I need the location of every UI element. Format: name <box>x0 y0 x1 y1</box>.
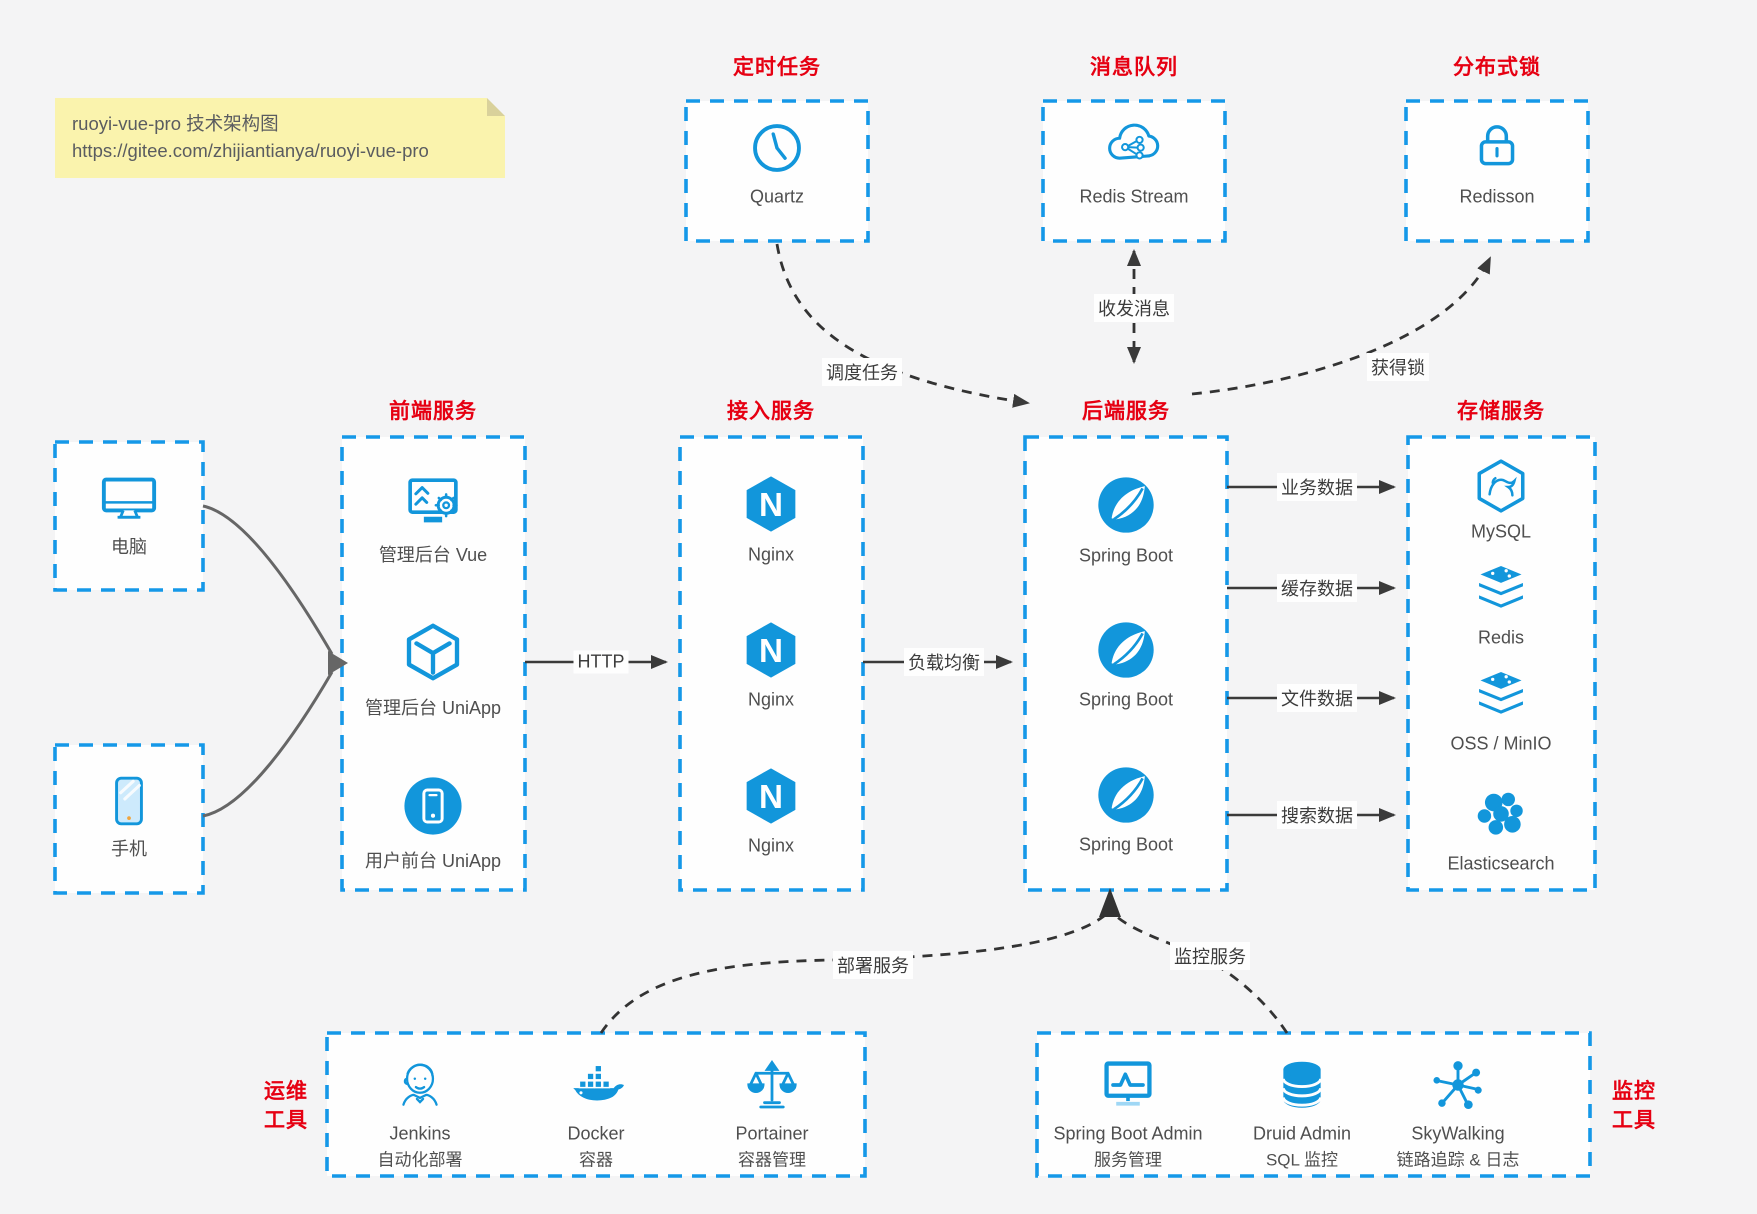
skywalking-icon <box>1429 1056 1487 1114</box>
node-label-jenkins: Jenkins <box>389 1123 451 1144</box>
user-app-icon <box>401 774 465 838</box>
edge-label-send-receive: 收发消息 <box>1094 294 1174 322</box>
edge-label-business-data: 业务数据 <box>1277 473 1357 501</box>
nginx-icon: N <box>740 473 802 535</box>
edge-label-acquire-lock: 获得锁 <box>1367 353 1429 381</box>
title-lock: 分布式锁 <box>1453 56 1541 79</box>
jenkins-icon <box>391 1056 449 1114</box>
node-label-docker: Docker <box>567 1123 625 1144</box>
nginx-icon: N <box>740 619 802 681</box>
edge-pc-to-frontend <box>202 504 334 655</box>
node-sublabel-skywalking: 链路追踪 & 日志 <box>1396 1150 1520 1170</box>
node-label-nginx: Nginx <box>747 835 795 856</box>
node-sublabel-jenkins: 自动化部署 <box>377 1150 463 1170</box>
group-box-ops <box>325 1031 867 1178</box>
note-url[interactable]: https://gitee.com/zhijiantianya/ruoyi-vu… <box>72 140 429 161</box>
node-sublabel-spring-boot-admin: 服务管理 <box>1094 1150 1162 1170</box>
node-sublabel-docker: 容器 <box>579 1150 613 1170</box>
node-label-spring-boot: Spring Boot <box>1078 545 1174 566</box>
svg-text:N: N <box>759 633 783 670</box>
node-label-admin-uniapp: 管理后台 UniApp <box>364 698 502 718</box>
node-label-oss-minio: OSS / MinIO <box>1450 733 1552 754</box>
cloud-stream-icon <box>1103 115 1165 177</box>
edge-label-load-balance: 负载均衡 <box>904 648 984 676</box>
edge-monitor-service <box>1115 914 1289 1034</box>
node-label-nginx: Nginx <box>747 544 795 565</box>
spring-boot-icon <box>1095 764 1157 826</box>
edge-label-search-data: 搜索数据 <box>1277 801 1357 829</box>
title-queue: 消息队列 <box>1090 56 1178 79</box>
nginx-icon: N <box>740 765 802 827</box>
edge-label-file-data: 文件数据 <box>1277 684 1357 712</box>
edge-label-monitor-service: 监控服务 <box>1170 942 1250 970</box>
edge-acquire-lock <box>1191 256 1492 396</box>
node-label-admin-vue: 管理后台 Vue <box>378 545 488 565</box>
node-label-user-uniapp: 用户前台 UniApp <box>364 851 502 871</box>
node-label-quartz: Quartz <box>749 186 805 207</box>
oss-minio-icon <box>1472 668 1530 726</box>
title-storage: 存储服务 <box>1457 400 1545 423</box>
redis-icon <box>1472 562 1530 620</box>
node-label-pc: 电脑 <box>111 537 147 557</box>
node-label-redis-stream: Redis Stream <box>1079 186 1189 207</box>
node-label-redis: Redis <box>1477 627 1525 648</box>
portainer-scales-icon <box>742 1055 802 1115</box>
phone-icon <box>100 772 158 830</box>
edge-mobile-to-frontend <box>202 671 334 818</box>
node-sublabel-portainer: 容器管理 <box>738 1150 806 1170</box>
node-label-mobile: 手机 <box>111 839 147 859</box>
sticky-note: ruoyi-vue-pro 技术架构图 https://gitee.com/zh… <box>55 98 505 178</box>
edge-label-cache-data: 缓存数据 <box>1277 574 1357 602</box>
svg-text:N: N <box>759 779 783 816</box>
uniapp-cube-icon <box>401 620 465 684</box>
title-monitor-tools: 监控 工具 <box>1612 1080 1656 1132</box>
title-backend: 后端服务 <box>1082 400 1170 423</box>
node-label-portainer: Portainer <box>735 1123 809 1144</box>
spring-boot-icon <box>1095 474 1157 536</box>
edge-schedule-task <box>775 243 1030 408</box>
deploy-monitor-arrowhead <box>1099 888 1121 917</box>
node-label-spring-boot-admin: Spring Boot Admin <box>1053 1123 1203 1144</box>
client-arrowhead <box>328 651 348 675</box>
node-label-nginx: Nginx <box>747 689 795 710</box>
node-label-skywalking: SkyWalking <box>1411 1123 1505 1144</box>
docker-icon <box>567 1056 625 1114</box>
druid-database-icon <box>1273 1056 1331 1114</box>
node-label-druid-admin: Druid Admin <box>1252 1123 1352 1144</box>
title-gateway: 接入服务 <box>727 400 815 423</box>
admin-vue-icon <box>401 471 465 535</box>
node-label-mysql: MySQL <box>1470 521 1532 542</box>
title-frontend: 前端服务 <box>389 400 477 423</box>
desktop-icon <box>97 467 161 531</box>
spring-boot-admin-icon <box>1098 1055 1158 1115</box>
edge-label-schedule-task: 调度任务 <box>822 358 902 386</box>
node-label-spring-boot: Spring Boot <box>1078 689 1174 710</box>
title-ops-tools: 运维 工具 <box>264 1080 308 1132</box>
group-box-lock <box>1404 99 1590 243</box>
lock-icon <box>1468 117 1526 175</box>
elasticsearch-icon <box>1472 787 1530 845</box>
edge-label-deploy-service: 部署服务 <box>833 951 913 979</box>
node-label-spring-boot: Spring Boot <box>1078 834 1174 855</box>
node-label-redisson: Redisson <box>1459 186 1535 207</box>
mysql-icon <box>1472 457 1530 515</box>
clock-icon <box>747 118 807 178</box>
edge-label-http: HTTP <box>573 650 629 674</box>
svg-text:N: N <box>759 487 783 524</box>
node-sublabel-druid-admin: SQL 监控 <box>1265 1150 1339 1170</box>
spring-boot-icon <box>1095 619 1157 681</box>
title-scheduler: 定时任务 <box>733 56 821 79</box>
note-title: ruoyi-vue-pro 技术架构图 <box>72 113 279 134</box>
node-label-elasticsearch: Elasticsearch <box>1447 853 1555 874</box>
